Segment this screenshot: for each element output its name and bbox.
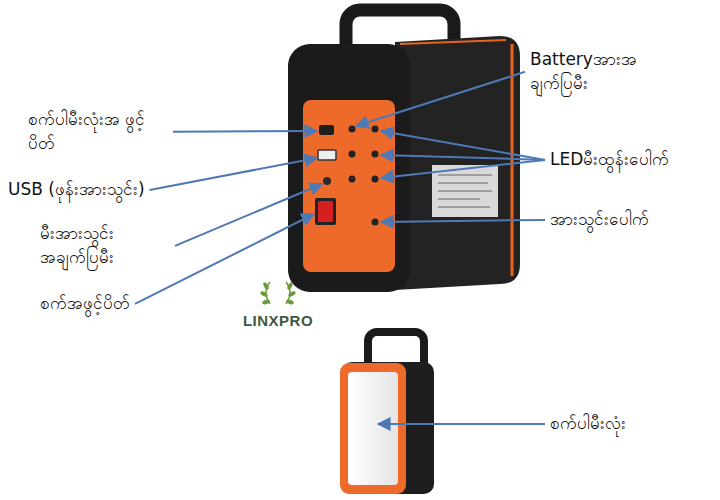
indicator-hole bbox=[349, 151, 356, 158]
logo-laurel bbox=[260, 282, 297, 306]
leader-line bbox=[381, 220, 545, 222]
led-port bbox=[372, 176, 379, 183]
part-label: စက်ပါမီးလုံးအ ဖွင့်ပိတ် bbox=[28, 108, 168, 156]
part-label: Batteryအားအ ချက်ပြမီး bbox=[530, 48, 660, 96]
battery-indicator bbox=[349, 126, 356, 133]
charging-port bbox=[372, 219, 379, 226]
leader-line bbox=[356, 72, 525, 126]
part-label: စက်အဖွင့်ပိတ် bbox=[40, 292, 130, 316]
usb-port bbox=[318, 150, 336, 160]
part-label: အားသွင်းပေါက် bbox=[550, 208, 649, 232]
led-port bbox=[372, 126, 379, 133]
part-label: မီးအားသွင်း အချက်ပြမီး bbox=[40, 222, 170, 270]
lamp-switch bbox=[319, 125, 334, 135]
part-label: USB (ဖုန်းအားသွင်း) bbox=[8, 178, 145, 202]
sticker-lines bbox=[438, 175, 492, 207]
device-trim bbox=[511, 44, 514, 276]
lamp-frame bbox=[340, 363, 406, 494]
lamp-light bbox=[348, 372, 398, 485]
power-switch bbox=[315, 198, 336, 225]
led-port bbox=[372, 151, 379, 158]
brand-logo: LINXPRO bbox=[243, 310, 313, 331]
power-rocker bbox=[318, 201, 333, 222]
device-trim bbox=[400, 40, 506, 44]
leader-lines bbox=[135, 72, 545, 424]
leader-line bbox=[378, 423, 545, 425]
leader-line bbox=[150, 158, 317, 190]
lamp-body bbox=[342, 362, 434, 494]
device-sticker bbox=[432, 165, 498, 217]
leader-line bbox=[175, 184, 322, 246]
leader-line bbox=[381, 160, 545, 178]
leader-line bbox=[381, 131, 545, 160]
device-front bbox=[288, 44, 410, 292]
device-side bbox=[395, 36, 520, 290]
indicator-hole bbox=[349, 176, 356, 183]
part-label: စက်ပါမီးလုံး bbox=[550, 412, 626, 436]
leader-line bbox=[381, 155, 545, 160]
leader-line bbox=[135, 214, 314, 304]
leader-line bbox=[173, 130, 317, 133]
charge-indicator bbox=[323, 177, 331, 185]
part-label: LEDမီးထွန်းပေါက် bbox=[550, 148, 669, 172]
